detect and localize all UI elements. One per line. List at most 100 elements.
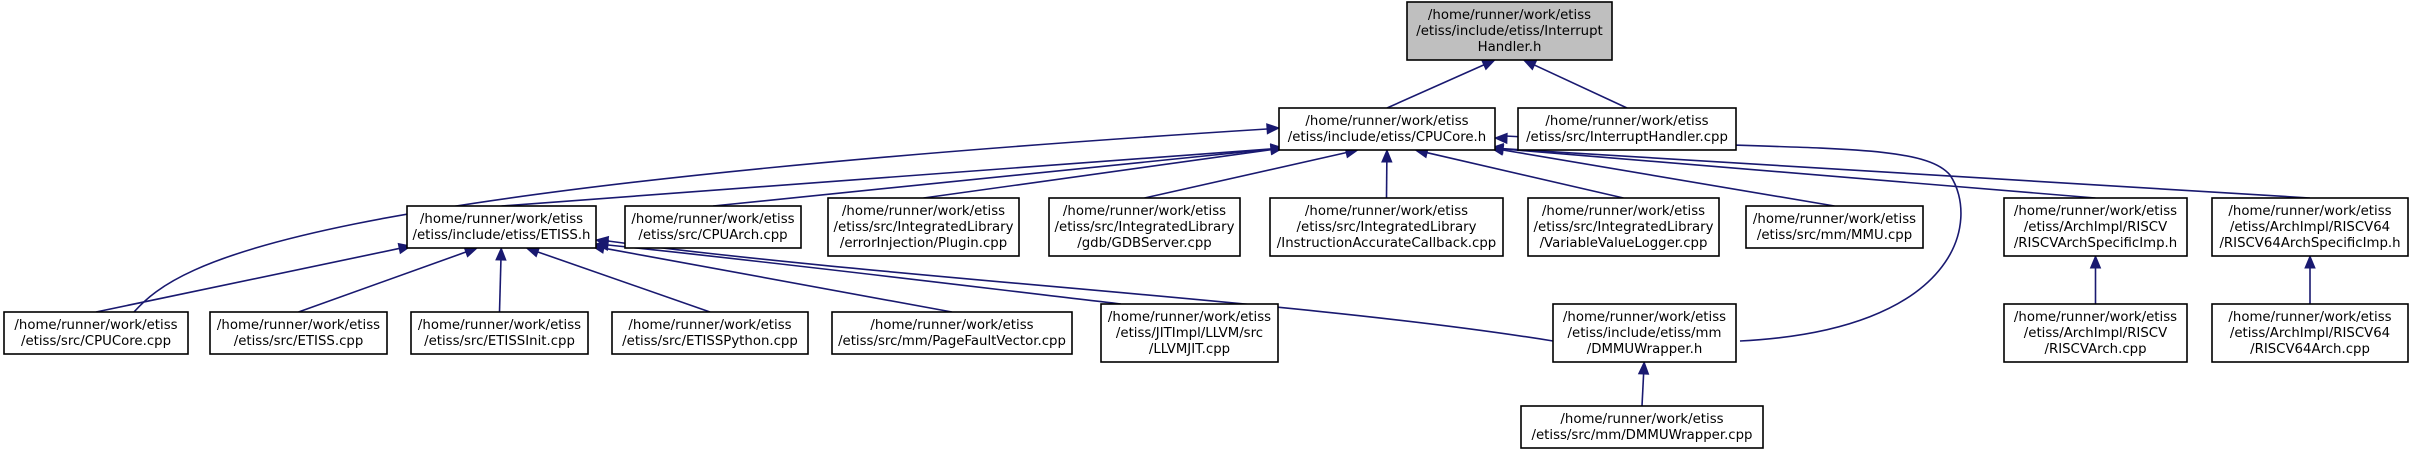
- node-cpucore-cpp[interactable]: /home/runner/work/etiss/etiss/src/CPUCor…: [3, 311, 189, 355]
- node-label-line: /gdb/GDBServer.cpp: [1077, 236, 1212, 251]
- edge-interrupt_handler_cpp-to-interrupt_handler_h: [1522, 59, 1628, 109]
- edge-cpucore_cpp-to-etiss_h: [95, 242, 413, 313]
- nodes-layer: /home/runner/work/etiss/etiss/include/et…: [3, 1, 2409, 449]
- node-box[interactable]: [1517, 107, 1737, 151]
- edge-line: [1502, 149, 1835, 207]
- node-riscv-arch-specific-imp-h[interactable]: /home/runner/work/etiss/etiss/ArchImpl/R…: [2003, 197, 2188, 257]
- node-riscv64-arch-cpp[interactable]: /home/runner/work/etiss/etiss/ArchImpl/R…: [2211, 303, 2409, 363]
- node-box[interactable]: [2003, 197, 2188, 257]
- arrowhead-icon: [1381, 148, 1393, 163]
- node-label-line: /home/runner/work/etiss: [418, 318, 581, 333]
- edge-riscv64_arch_cpp-to-riscv64_arch_specific_imp_h: [2304, 254, 2316, 304]
- node-label-line: /etiss/src/ETISSInit.cpp: [424, 334, 575, 349]
- node-dmmuwrapper-h[interactable]: /home/runner/work/etiss/etiss/include/et…: [1552, 303, 1737, 363]
- edge-line: [498, 259, 502, 313]
- edge-line: [298, 251, 467, 313]
- node-cpucore-h[interactable]: /home/runner/work/etiss/etiss/include/et…: [1278, 107, 1496, 151]
- node-label-line: /home/runner/work/etiss: [1063, 204, 1226, 219]
- node-label-line: /etiss/include/etiss/ETISS.h: [413, 228, 591, 243]
- node-etissinit-cpp[interactable]: /home/runner/work/etiss/etiss/src/ETISSI…: [410, 311, 589, 355]
- node-interrupt-handler-cpp[interactable]: /home/runner/work/etiss/etiss/src/Interr…: [1517, 107, 1737, 151]
- node-box[interactable]: [1278, 107, 1496, 151]
- node-label-line: /etiss/include/etiss/Interrupt: [1416, 24, 1603, 39]
- node-label-line: /etiss/ArchImpl/RISCV64: [2230, 326, 2390, 341]
- node-label-line: /etiss/JITImpl/LLVM/src: [1116, 326, 1263, 341]
- node-label-line: /etiss/src/InterruptHandler.cpp: [1526, 130, 1728, 145]
- edge-line: [1641, 373, 1645, 407]
- node-label-line: /etiss/src/IntegratedLibrary: [1534, 220, 1714, 235]
- node-riscv64-arch-specific-imp-h[interactable]: /home/runner/work/etiss/etiss/ArchImpl/R…: [2211, 197, 2409, 257]
- arrowhead-icon: [594, 235, 610, 248]
- node-box[interactable]: [611, 311, 809, 355]
- edge-line: [1502, 147, 2311, 199]
- node-label-line: /etiss/src/mm/MMU.cpp: [1757, 228, 1912, 243]
- node-riscv-arch-cpp[interactable]: /home/runner/work/etiss/etiss/ArchImpl/R…: [2003, 303, 2188, 363]
- node-label-line: /RISCV64ArchSpecificImp.h: [2219, 236, 2400, 251]
- node-box[interactable]: [1527, 197, 1720, 257]
- node-label-line: /etiss/src/ETISS.cpp: [234, 334, 364, 349]
- edge-line: [1502, 148, 2096, 199]
- node-dmmuwrapper-cpp[interactable]: /home/runner/work/etiss/etiss/src/mm/DMM…: [1520, 405, 1764, 449]
- node-box[interactable]: [1520, 405, 1764, 449]
- node-etisspython-cpp[interactable]: /home/runner/work/etiss/etiss/src/ETISSP…: [611, 311, 809, 355]
- edge-dmmuwrapper_cpp-to-dmmuwrapper_h: [1637, 360, 1650, 407]
- arrowhead-icon: [1637, 360, 1650, 375]
- node-box[interactable]: [2003, 303, 2188, 363]
- node-etiss-cpp[interactable]: /home/runner/work/etiss/etiss/src/ETISS.…: [209, 311, 388, 355]
- node-cpuarch-cpp[interactable]: /home/runner/work/etiss/etiss/src/CPUArc…: [624, 205, 802, 249]
- node-label-line: /etiss/include/etiss/CPUCore.h: [1288, 130, 1486, 145]
- node-label-line: /home/runner/work/etiss: [2228, 204, 2391, 219]
- node-box[interactable]: [209, 311, 388, 355]
- edge-dmmuwrapper_h-to-etiss_h: [594, 235, 1554, 342]
- node-box[interactable]: [1048, 197, 1241, 257]
- edge-line: [1426, 151, 1624, 199]
- node-box[interactable]: [410, 311, 589, 355]
- node-label-line: /etiss/src/mm/DMMUWrapper.cpp: [1532, 428, 1753, 443]
- node-box[interactable]: [406, 205, 597, 249]
- node-box[interactable]: [1406, 1, 1613, 61]
- node-box[interactable]: [1100, 303, 1279, 363]
- node-mmu-cpp[interactable]: /home/runner/work/etiss/etiss/src/mm/MMU…: [1745, 205, 1924, 249]
- edge-line: [133, 128, 1268, 313]
- edge-line: [607, 240, 1554, 342]
- node-llvmjit-cpp[interactable]: /home/runner/work/etiss/etiss/JITImpl/LL…: [1100, 303, 1279, 363]
- node-label-line: /home/runner/work/etiss: [631, 212, 794, 227]
- edge-line: [923, 148, 1272, 199]
- node-error-injection-plugin-cpp[interactable]: /home/runner/work/etiss/etiss/src/Integr…: [827, 197, 1020, 257]
- node-label-line: /etiss/src/CPUArch.cpp: [638, 228, 787, 243]
- node-gdbserver-cpp[interactable]: /home/runner/work/etiss/etiss/src/Integr…: [1048, 197, 1241, 257]
- edge-line: [607, 244, 1122, 305]
- node-box[interactable]: [3, 311, 189, 355]
- node-label-line: /home/runner/work/etiss: [1428, 8, 1591, 23]
- node-box[interactable]: [827, 197, 1020, 257]
- edge-riscv_arch_specific_imp_h-to-cpucore_h: [1489, 143, 2096, 199]
- edge-variable_value_logger_cpp-to-cpucore_h: [1414, 147, 1624, 199]
- node-label-line: /home/runner/work/etiss: [1305, 114, 1468, 129]
- node-variable-value-logger-cpp[interactable]: /home/runner/work/etiss/etiss/src/Integr…: [1527, 197, 1720, 257]
- arrowhead-icon: [1489, 143, 1504, 155]
- arrowhead-icon: [2089, 254, 2102, 269]
- node-label-line: /home/runner/work/etiss: [217, 318, 380, 333]
- node-page-fault-vector-cpp[interactable]: /home/runner/work/etiss/etiss/src/mm/Pag…: [831, 311, 1073, 355]
- node-label-line: /home/runner/work/etiss: [420, 212, 583, 227]
- edge-mmu_cpp-to-cpucore_h: [1489, 144, 1835, 207]
- edge-cpucore_cpp-to-cpucore_h: [133, 123, 1281, 313]
- node-box[interactable]: [1552, 303, 1737, 363]
- node-box[interactable]: [624, 205, 802, 249]
- node-box[interactable]: [2211, 303, 2409, 363]
- node-label-line: /etiss/src/mm/PageFaultVector.cpp: [838, 334, 1066, 349]
- node-box[interactable]: [1269, 197, 1504, 257]
- node-box[interactable]: [2211, 197, 2409, 257]
- node-label-line: /RISCVArchSpecificImp.h: [2014, 236, 2177, 251]
- node-box[interactable]: [1745, 205, 1924, 249]
- node-label-line: Handler.h: [1478, 40, 1542, 55]
- node-instruction-accurate-callback-cpp[interactable]: /home/runner/work/etiss/etiss/src/Integr…: [1269, 197, 1504, 257]
- node-etiss-h[interactable]: /home/runner/work/etiss/etiss/include/et…: [406, 205, 597, 249]
- node-interrupt-handler-h[interactable]: /home/runner/work/etiss/etiss/include/et…: [1406, 1, 1613, 61]
- node-label-line: /etiss/src/ETISSPython.cpp: [622, 334, 798, 349]
- edge-line: [537, 251, 711, 313]
- edge-line: [712, 148, 1272, 207]
- edge-line: [603, 247, 953, 313]
- node-box[interactable]: [831, 311, 1073, 355]
